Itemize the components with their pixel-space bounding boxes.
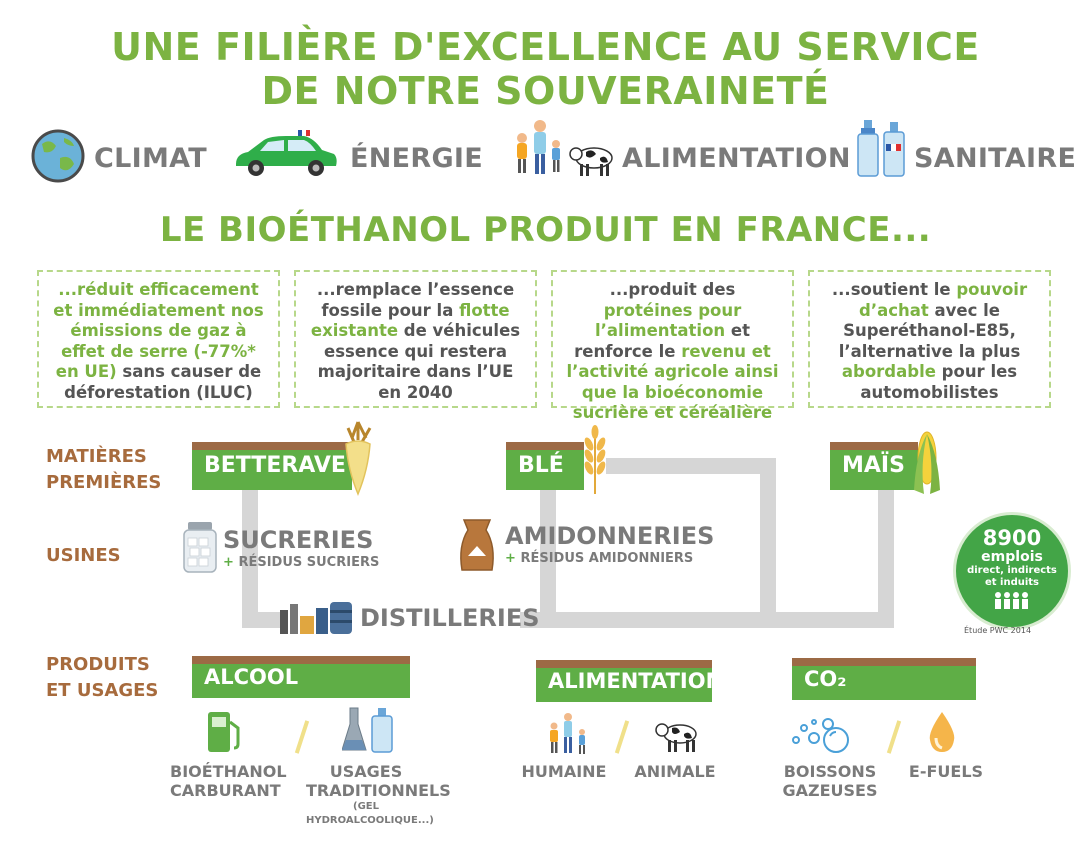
jobs-number: 8900	[982, 526, 1042, 550]
row-label-produits: PRODUITS ET USAGES	[46, 652, 158, 704]
flow-line-mais	[878, 490, 894, 628]
banner-mais: MAÏS	[830, 442, 918, 490]
jobs-source: Étude PWC 2014	[964, 626, 1032, 635]
row-label-matieres-1: MATIÈRES	[46, 446, 147, 467]
row-label-usines: USINES	[46, 545, 121, 566]
row-label-produits-1: PRODUITS	[46, 654, 150, 675]
usage-trad-2: TRADITIONNELS	[306, 781, 451, 800]
box3-highlight-b: revenu et l’activité agricole ainsi que …	[566, 341, 779, 423]
theme-climat: CLIMAT	[94, 143, 207, 174]
distilleries-label: DISTILLERIES	[360, 604, 540, 632]
sugar-beet-icon	[345, 421, 372, 496]
separator-slash-2	[614, 720, 630, 754]
residus-amidonniers: + RÉSIDUS AMIDONNIERS	[505, 551, 693, 566]
box1-highlight: ...réduit efficacement et immédiatement …	[53, 280, 264, 381]
family-cow-icon	[517, 120, 613, 176]
usage-efuels: E-FUELS	[908, 762, 984, 781]
banner-ble: BLÉ	[506, 442, 584, 490]
theme-sanitaire: SANITAIRE	[914, 143, 1077, 174]
banner-alcool-agricole: ALCOOL AGRICOLE	[192, 656, 410, 723]
residus-amidonniers-plus: +	[505, 551, 516, 566]
hand-sanitizer-icon	[857, 120, 905, 177]
info-box-sanitaire: ...soutient le pouvoir d’achat avec le S…	[808, 270, 1051, 408]
box4-highlight-b: abordable	[841, 362, 936, 381]
fuel-pump-icon	[208, 712, 240, 752]
usage-bioethanol-1: BIOÉTHANOL	[170, 762, 287, 781]
box2-highlight: flotte existante	[310, 300, 510, 341]
flask-bottle-icon	[342, 707, 393, 753]
sugar-jar-icon	[183, 522, 217, 573]
residus-sucriers-plus: +	[223, 555, 234, 570]
banner-co2: CO₂ BIOSOURCÉ	[792, 658, 976, 725]
box4-text-c: pour les automobilistes	[860, 362, 1018, 402]
amidonneries-label: AMIDONNERIES	[505, 522, 715, 550]
distillery-icon	[280, 602, 352, 634]
alcool-label: ALCOOL AGRICOLE	[204, 665, 323, 723]
box3-text-b: et renforce le	[574, 321, 750, 361]
usage-bioethanol: BIOÉTHANOL CARBURANT	[170, 762, 287, 800]
jobs-desc-1: direct, indirects	[967, 565, 1057, 576]
usage-boissons-2: GAZEUSES	[782, 781, 878, 800]
residus-amidonniers-label: RÉSIDUS AMIDONNIERS	[520, 551, 694, 566]
banner-alimentation: ALIMENTATION	[536, 660, 723, 702]
residus-sucriers-label: RÉSIDUS SUCRIERS	[238, 555, 380, 570]
box4-highlight-a: pouvoir d’achat	[859, 280, 1028, 320]
box4-text-b: avec le Superéthanol-E85, l’alternative …	[838, 300, 1021, 361]
box3-text-a: ...produit des	[609, 280, 736, 299]
usage-animale: ANIMALE	[634, 762, 716, 781]
box2-text-b: de véhicules essence qui restera majorit…	[317, 321, 521, 402]
theme-alimentation: ALIMENTATION	[622, 143, 851, 174]
info-box-climat: ...réduit efficacement et immédiatement …	[37, 270, 280, 408]
car-icon	[236, 130, 337, 176]
row-label-matieres: MATIÈRES PREMIÈRES	[46, 444, 161, 496]
residus-sucriers: + RÉSIDUS SUCRIERS	[223, 555, 379, 570]
betterave-label: BETTERAVE	[204, 453, 346, 478]
family-icon	[550, 713, 585, 754]
main-title-line2: DE NOTRE SOUVERAINETÉ	[261, 69, 830, 113]
usage-trad-3: (GEL HYDROALCOOLIQUE...)	[306, 801, 434, 826]
flow-line-ble-top	[606, 458, 776, 474]
jobs-badge: 8900 emplois direct, indirects et induit…	[953, 512, 1071, 630]
flow-line-betterave	[242, 490, 258, 628]
usage-trad-1: USAGES	[329, 762, 403, 781]
usage-traditionnels: USAGES TRADITIONNELS (GEL HYDROALCOOLIQU…	[306, 762, 451, 828]
people-icon	[995, 592, 1028, 609]
info-box-energie: ...remplace l’essence fossile pour la fl…	[294, 270, 537, 408]
jobs-unit: emplois	[981, 549, 1043, 565]
usage-boissons-1: BOISSONS	[783, 762, 877, 781]
cow-icon	[655, 723, 697, 752]
sucreries-label: SUCRERIES	[223, 526, 374, 554]
bubbles-icon	[792, 718, 849, 753]
row-label-produits-2: ET USAGES	[46, 680, 159, 701]
wheat-icon	[584, 425, 606, 494]
box4-text-a: ...soutient le	[831, 280, 957, 299]
jobs-desc-2: et induits	[984, 577, 1040, 588]
usage-humaine: HUMAINE	[521, 762, 607, 781]
usage-boissons: BOISSONS GAZEUSES	[778, 762, 882, 800]
flow-line-distilleries-h	[520, 612, 894, 628]
alimentation-label: ALIMENTATION	[548, 669, 724, 693]
box3-highlight-a: protéines pour l’alimentation	[595, 300, 742, 341]
main-title-line1: UNE FILIÈRE D'EXCELLENCE AU SERVICE	[111, 25, 980, 69]
banner-betterave: BETTERAVE	[192, 442, 352, 490]
theme-energie: ÉNERGIE	[350, 143, 484, 174]
corn-icon	[914, 431, 940, 494]
subtitle: LE BIOÉTHANOL PRODUIT EN FRANCE...	[159, 210, 932, 250]
flour-sack-icon	[460, 519, 494, 571]
flow-line-ble-right	[760, 458, 776, 612]
flow-line-betterave-h	[242, 612, 282, 628]
row-label-matieres-2: PREMIÈRES	[46, 472, 162, 493]
usage-bioethanol-2: CARBURANT	[170, 781, 281, 800]
globe-icon	[31, 129, 85, 183]
box2-text-a: ...remplace l’essence fossile pour la	[316, 280, 515, 320]
ble-label: BLÉ	[518, 453, 564, 478]
box1-text: sans causer de déforestation (ILUC)	[64, 362, 262, 402]
mais-label: MAÏS	[842, 453, 905, 478]
flow-line-ble	[540, 490, 556, 612]
co2-label: CO₂ BIOSOURCÉ	[804, 667, 942, 725]
fuel-drop-icon	[929, 712, 955, 752]
info-box-alimentation: ...produit des protéines pour l’alimenta…	[551, 270, 794, 422]
